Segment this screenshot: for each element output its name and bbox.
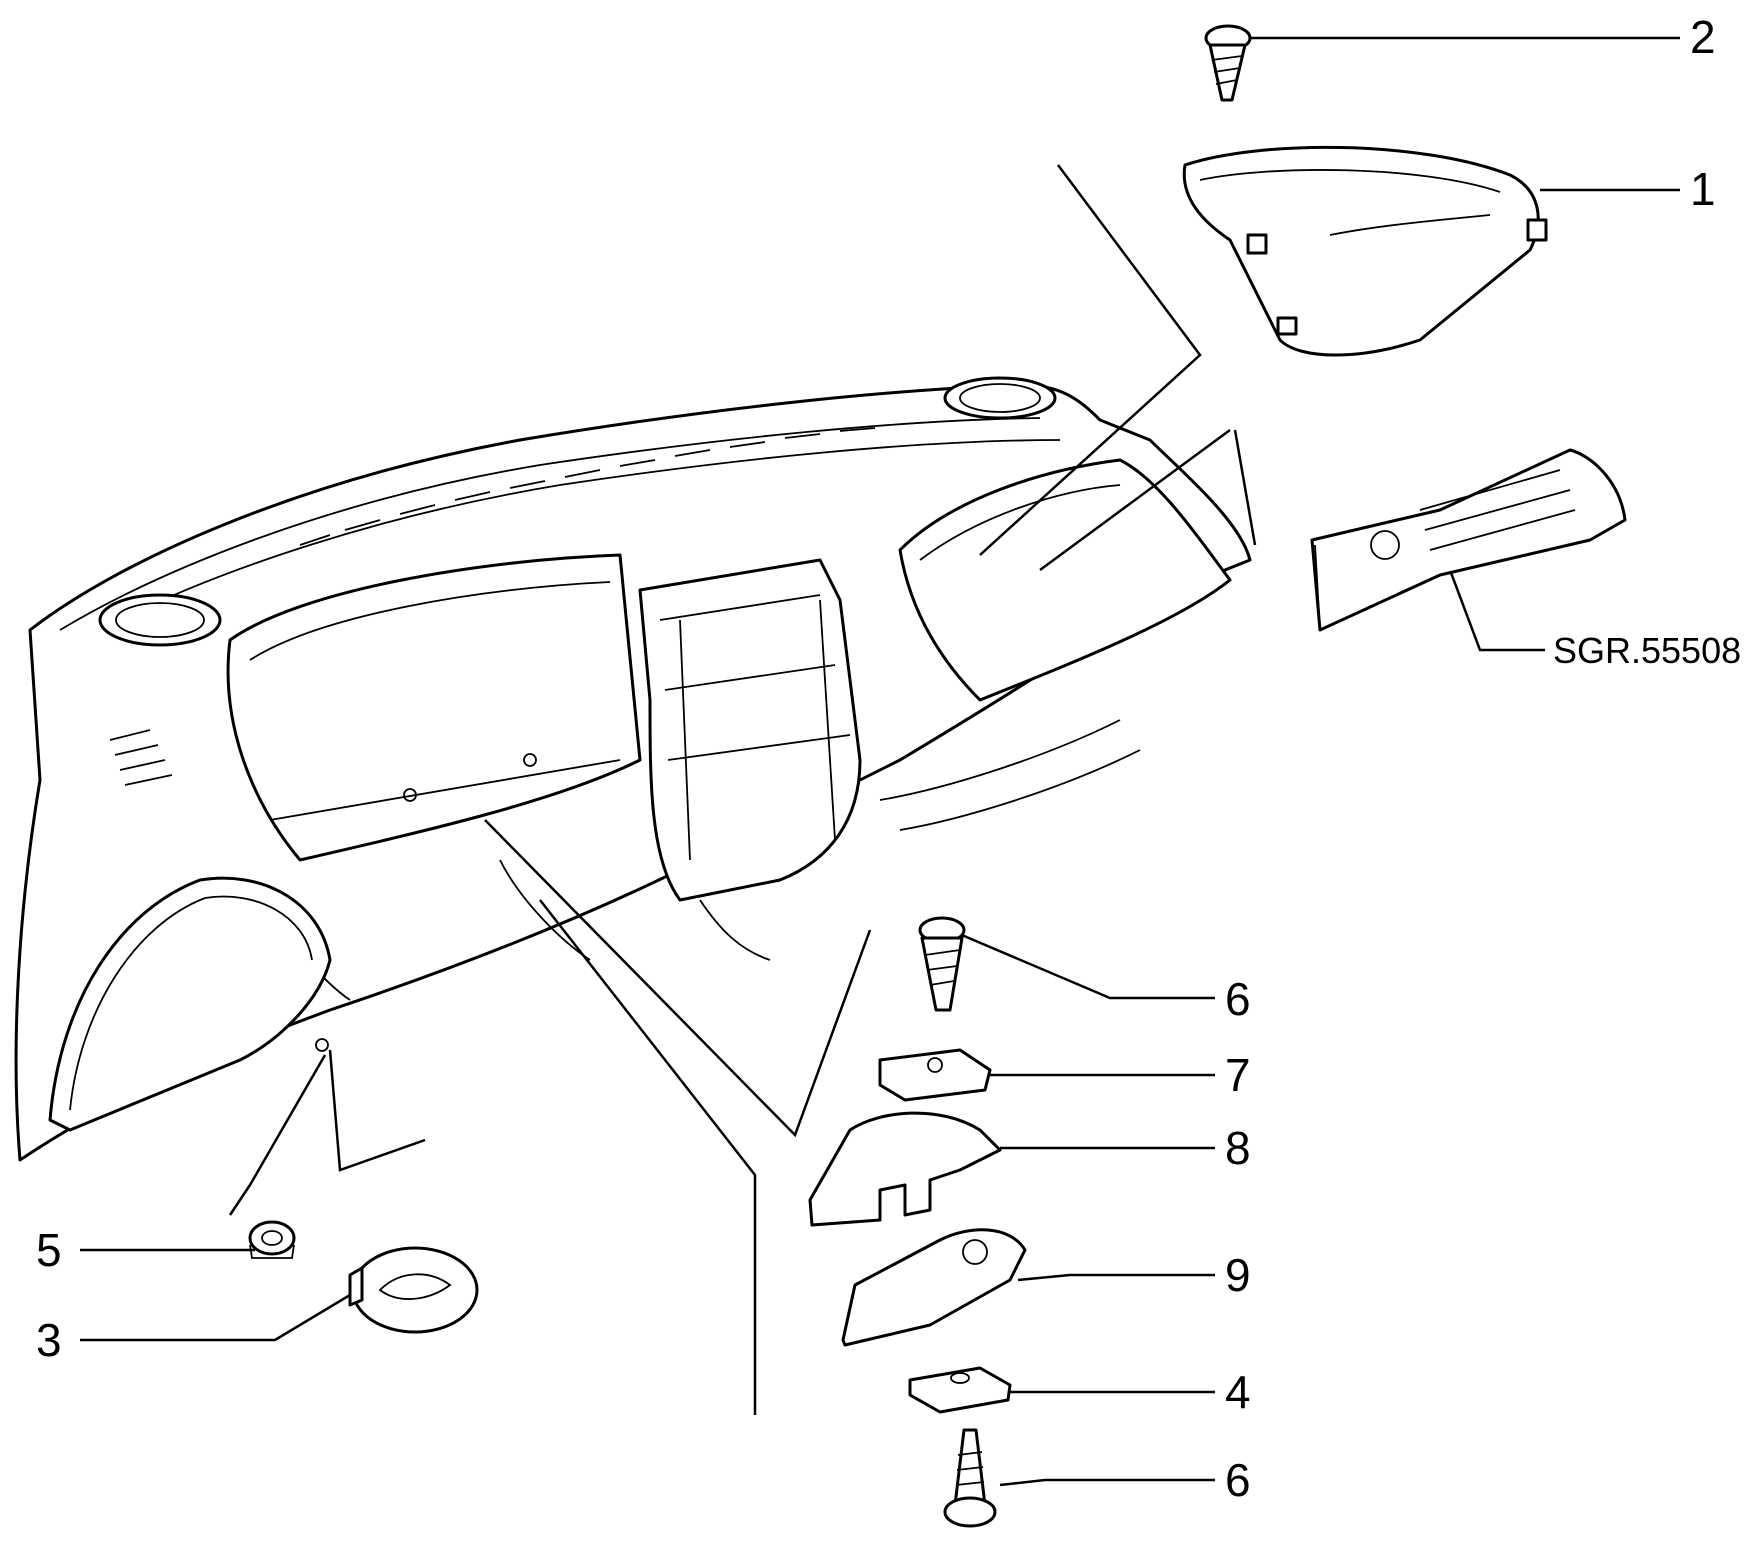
callout-7: 7 <box>1225 1049 1251 1101</box>
part-6-screw-icon <box>918 916 966 1012</box>
callout-5: 5 <box>36 1224 62 1276</box>
callout-1: 1 <box>1690 163 1716 215</box>
callout-3: 3 <box>36 1314 62 1366</box>
callout-reference: SGR.55508 <box>1553 630 1742 671</box>
callout-6-lower: 6 <box>1225 1454 1251 1506</box>
dashboard-panel <box>14 376 1252 1162</box>
callout-6-upper: 6 <box>1225 973 1251 1025</box>
part-1-airbag-cover-icon <box>1182 145 1548 357</box>
part-2-screw-icon <box>1204 24 1252 102</box>
leader-lines <box>80 36 1680 1487</box>
part-7-clip-nut-icon <box>878 1048 992 1102</box>
callout-4: 4 <box>1225 1366 1251 1418</box>
reference-assembly-icon <box>1310 448 1627 632</box>
part-3-plug-icon <box>348 1246 479 1334</box>
part-5-grommet-icon <box>248 1220 296 1259</box>
callout-8: 8 <box>1225 1122 1251 1174</box>
part-4-clip-icon <box>908 1366 1012 1414</box>
part-6-lower-screw-icon <box>943 1428 997 1528</box>
part-8-bracket-icon <box>808 1111 1002 1227</box>
callout-9: 9 <box>1225 1249 1251 1301</box>
callout-2: 2 <box>1690 11 1716 63</box>
part-9-bracket-icon <box>841 1228 1027 1347</box>
